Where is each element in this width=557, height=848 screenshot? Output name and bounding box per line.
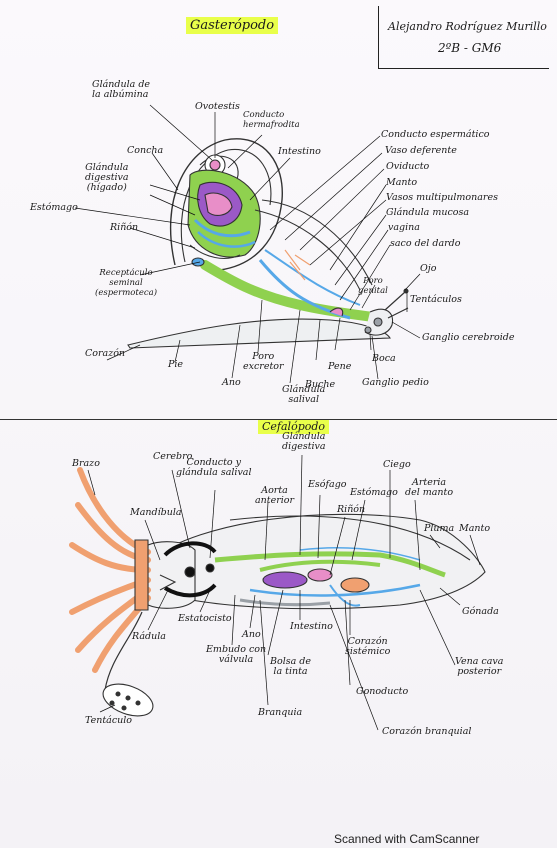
label-ojo: Ojo xyxy=(420,263,437,274)
label-estatocisto: Estatocisto xyxy=(178,613,232,624)
label-intestino-gastropod: Intestino xyxy=(278,146,321,157)
label-ganglio-pedio: Ganglio pedio xyxy=(362,377,429,388)
label-glandula-salival: Glándula salival xyxy=(282,384,326,405)
label-aorta-anterior: Aorta anterior xyxy=(255,485,295,506)
label-rinon-cephalopod: Riñón xyxy=(337,504,366,515)
label-corazon-branquial: Corazón branquial xyxy=(382,726,472,737)
label-ano-gastropod: Ano xyxy=(222,377,241,388)
section-divider xyxy=(0,419,557,420)
label-conducto-espermatico: Conducto espermático xyxy=(381,129,490,140)
label-vagina: vagina xyxy=(388,222,420,233)
label-poro-excretor: Poro excretor xyxy=(243,351,284,372)
label-poro-genital: Poro genital xyxy=(358,276,388,296)
gastropod-leaders xyxy=(74,104,421,384)
label-estomago-cephalopod: Estómago xyxy=(350,487,398,498)
label-saco-dardo: saco del dardo xyxy=(390,238,461,249)
label-glandula-mucosa: Glándula mucosa xyxy=(386,207,470,218)
label-pluma: Pluma xyxy=(424,523,455,534)
author-name: Alejandro Rodríguez Murillo xyxy=(388,20,547,33)
label-glandula-albumina: Glándula de la albúmina xyxy=(92,79,151,100)
label-concha: Concha xyxy=(127,145,164,156)
label-arteria-manto: Arteria del manto xyxy=(405,477,454,498)
label-intestino-cephalopod: Intestino xyxy=(290,621,333,632)
label-rinon-gastropod: Riñón xyxy=(110,222,139,233)
label-glandula-digestiva-gastropod: Glándula digestiva (hígado) xyxy=(85,162,129,193)
label-glandula-digestiva-cephalopod: Glándula digestiva xyxy=(282,431,326,452)
label-gonoducto: Gonoducto xyxy=(356,686,409,697)
label-branquia: Branquia xyxy=(258,707,303,718)
cephalopod-title: Cefalópodo xyxy=(258,419,330,434)
label-conducto-hermafrodita: Conducto hermafrodita xyxy=(243,110,300,130)
label-conducto-glandula-salival: Conducto y glándula salival xyxy=(176,457,252,478)
scanner-watermark: Scanned with CamScanner xyxy=(334,832,480,846)
label-bolsa-tinta: Bolsa de la tinta xyxy=(270,656,312,677)
label-corazon-gastropod: Corazón xyxy=(85,348,126,359)
label-oviducto: Oviducto xyxy=(386,161,430,172)
label-brazo: Brazo xyxy=(72,458,100,469)
label-tentaculo: Tentáculo xyxy=(85,715,133,726)
label-cerebro: Cerebro xyxy=(153,451,193,462)
label-esofago: Esófago xyxy=(308,479,347,490)
label-vaso-deferente: Vaso deferente xyxy=(385,145,457,156)
label-vena-cava: Vena cava posterior xyxy=(455,656,504,677)
label-radula: Rádula xyxy=(132,631,166,642)
label-manto-cephalopod: Manto xyxy=(459,523,491,534)
label-vasos-multipulmonares: Vasos multipulmonares xyxy=(386,192,498,203)
label-estomago-gastropod: Estómago xyxy=(30,202,78,213)
label-ovotestis: Ovotestis xyxy=(195,101,240,112)
label-pene: Pene xyxy=(328,361,352,372)
label-ciego: Ciego xyxy=(383,459,411,470)
label-mandibula: Mandíbula xyxy=(130,507,182,518)
label-gonada: Gónada xyxy=(462,606,499,617)
gastropod-drawing xyxy=(127,138,409,349)
gastropod-title: Gasterópodo xyxy=(186,17,279,34)
cephalopod-drawing xyxy=(69,467,486,717)
author-box xyxy=(378,6,549,69)
label-receptaculo-seminal: Receptáculo seminal (espermoteca) xyxy=(95,268,158,298)
label-embudo-valvula: Embudo con válvula xyxy=(206,644,267,665)
author-group: 2ºB - GM6 xyxy=(438,41,502,55)
label-buche: Buche xyxy=(305,379,336,390)
label-tentaculos: Tentáculos xyxy=(410,294,462,305)
label-manto-gastropod: Manto xyxy=(386,177,418,188)
label-ano-cephalopod: Ano xyxy=(242,629,261,640)
label-ganglio-cerebroide: Ganglio cerebroide xyxy=(422,332,515,343)
label-corazon-sistemico: Corazón sistémico xyxy=(345,636,391,657)
label-pie: Pie xyxy=(168,359,184,370)
cephalopod-leaders xyxy=(87,454,481,731)
label-boca-gastropod: Boca xyxy=(372,353,396,364)
